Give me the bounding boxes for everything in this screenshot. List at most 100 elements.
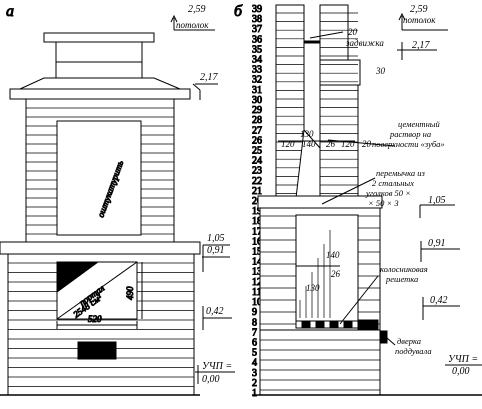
chimney-lower (55, 61, 143, 79)
leader-lintel (321, 177, 376, 205)
row-number-14: 14 (252, 257, 262, 268)
dim-b-26-top: 26 (326, 139, 336, 149)
dim-b-120-right: 120 (341, 139, 355, 149)
row-number-21: 21 (252, 186, 262, 197)
row-number-17: 17 (252, 226, 262, 237)
dim-b-120-left: 120 (281, 139, 295, 149)
levels-b (397, 12, 482, 366)
grate-bar-4 (343, 321, 353, 328)
dim-b-130-top: 130 (300, 129, 314, 139)
row-number-4: 4 (252, 358, 257, 369)
portal-shadow (56, 261, 100, 293)
row-number-38: 38 (252, 14, 262, 25)
ash-door-a (77, 341, 117, 360)
lvl-b-259-head (398, 12, 406, 21)
lvl-b-000-caption: УЧП = (448, 354, 478, 365)
lvl-b-091-value: 0,91 (428, 238, 446, 249)
firebox-opening (295, 214, 359, 322)
chimney-right-offset (319, 59, 361, 86)
row-number-5: 5 (252, 348, 257, 359)
mantel-shelf (0, 241, 201, 255)
row-number-8: 8 (252, 317, 257, 328)
dim-b-140-top: 140 (302, 139, 316, 149)
note-lintel-3: уголков 50 × (365, 188, 411, 198)
row-number-9: 9 (252, 307, 257, 318)
row-number-22: 22 (252, 176, 262, 187)
dim-b-140-bottom: 140 (326, 250, 340, 260)
lvl-b-105-value: 1,05 (428, 195, 446, 206)
dim-b-20-right: 20 (362, 139, 372, 149)
ash-pit-base (259, 329, 381, 396)
row-number-34: 34 (252, 55, 262, 66)
grate-bar-1 (301, 321, 311, 328)
lvl-b-259-caption: потолок (403, 15, 436, 25)
row-number-26: 26 (252, 135, 262, 146)
row-number-15: 15 (252, 247, 262, 258)
row-number-27: 27 (252, 125, 262, 136)
top-cornice (9, 88, 191, 100)
leader-damper (309, 31, 344, 39)
row-number-11: 11 (252, 287, 262, 298)
row-number-6: 6 (252, 337, 257, 348)
lvl-a-217-value: 2,17 (200, 72, 219, 83)
row-number-28: 28 (252, 115, 262, 126)
lvl-a-000-caption: УЧП = (202, 361, 232, 372)
row-number-33: 33 (252, 65, 262, 76)
firebox-hatch (299, 230, 331, 318)
lvl-b-000-value: 0,00 (452, 366, 470, 377)
note-lintel-2: 2 стальных (372, 178, 414, 188)
leader-grate (339, 275, 379, 325)
row-number-25: 25 (252, 145, 262, 156)
lvl-a-000-value: 0,00 (202, 374, 220, 385)
grate-b (295, 319, 379, 331)
row-number-16: 16 (252, 236, 262, 247)
panel-b-label: б (234, 3, 243, 20)
leader-door (386, 337, 396, 346)
dim-b-20-top: 20 (348, 27, 358, 37)
row-number-32: 32 (252, 75, 262, 86)
row-number-20: 20 (252, 196, 262, 207)
note-door-1: дверка (397, 336, 421, 346)
row-number-13: 13 (252, 267, 262, 278)
lvl-a-217-arrow (192, 83, 201, 91)
lvl-b-217-value: 2,17 (412, 40, 431, 51)
mantel-b (257, 195, 383, 209)
chimney-right-wall-top (319, 4, 349, 61)
chimney-bricks (276, 12, 358, 194)
note-cement-1: цементный (398, 119, 441, 129)
dim-width-text: 520 (88, 314, 102, 324)
lvl-a-091-value: 0,91 (207, 245, 225, 256)
row-number-35: 35 (252, 44, 262, 55)
lvl-b-042-value: 0,42 (430, 295, 448, 306)
row-number-23: 23 (252, 166, 262, 177)
panel-a-label: а (6, 3, 14, 20)
dim-b-130-bottom: 130 (306, 283, 320, 293)
note-door-2: поддувала (395, 346, 432, 356)
note-grate-2: решетка (385, 274, 418, 284)
row-number-29: 29 (252, 105, 262, 116)
grate-bar-3 (329, 321, 339, 328)
row-number-12: 12 (252, 277, 262, 288)
note-cement-2: раствор на (389, 129, 431, 139)
dim-b-30: 30 (375, 66, 386, 76)
dim-height-text: 490 (125, 286, 135, 300)
cornice-slope (19, 77, 181, 90)
grate-bar-2 (315, 321, 325, 328)
lvl-b-259-value: 2,59 (410, 4, 428, 15)
note-lintel-1: перемычка из (376, 168, 425, 178)
row-number-19: 19 (252, 206, 262, 217)
levels-a (170, 14, 235, 384)
row-number-1: 1 (252, 388, 257, 399)
row-number-24: 24 (252, 156, 262, 167)
row-number-31: 31 (252, 85, 262, 96)
base-bricks (260, 339, 380, 391)
row-number-37: 37 (252, 24, 262, 35)
dim-b-26-bottom: 26 (331, 269, 341, 279)
lvl-a-259-caption: потолок (176, 20, 209, 30)
row-number-39: 39 (252, 4, 262, 15)
row-number-36: 36 (252, 34, 262, 45)
lvl-a-042-value: 0,42 (206, 306, 224, 317)
row-number-2: 2 (252, 378, 257, 389)
